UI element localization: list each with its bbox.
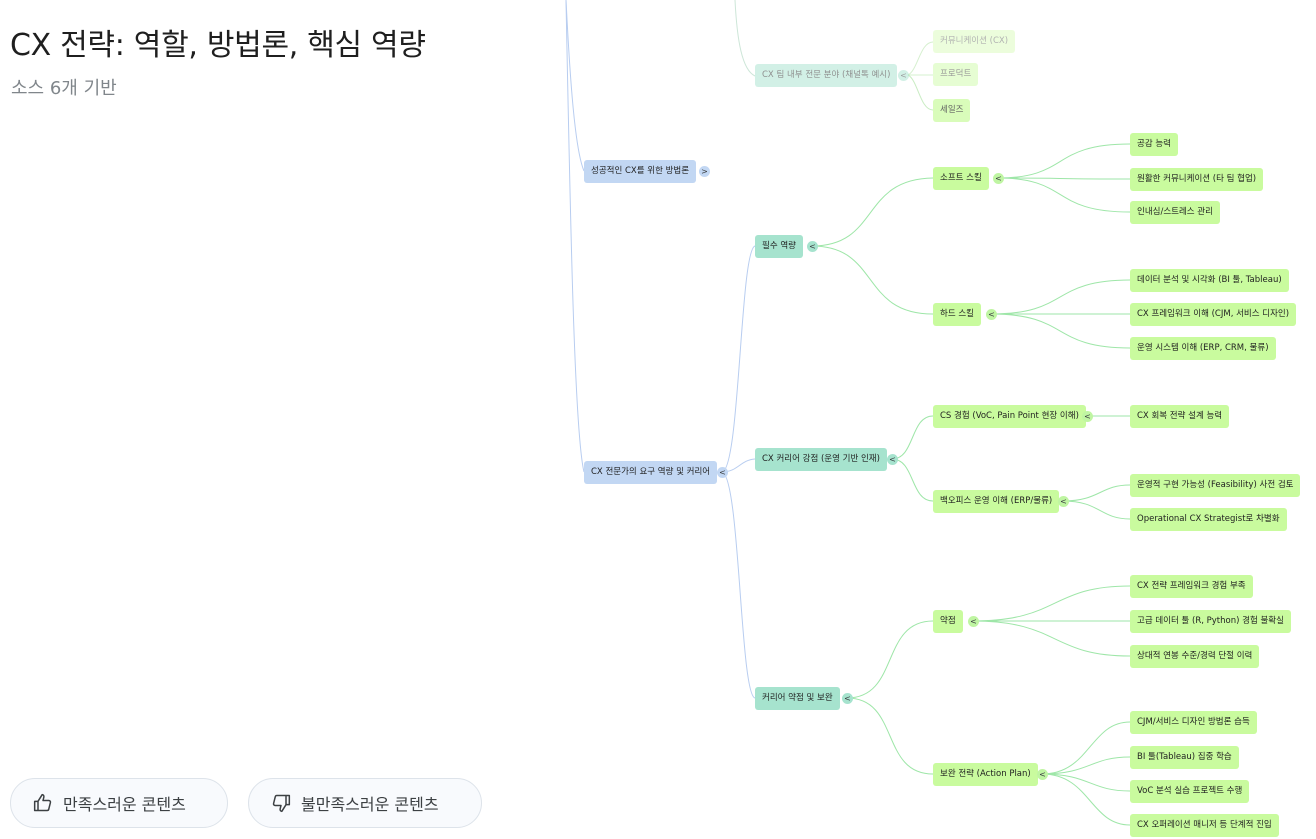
mindmap-leaf[interactable]: 데이터 분석 및 시각화 (BI 툴, Tableau) [1130,269,1289,292]
dislike-button[interactable]: 불만족스러운 콘텐츠 [248,778,482,828]
collapse-toggle[interactable]: < [842,693,853,704]
link-upper-team [734,0,756,77]
thumbs-down-icon [272,794,291,813]
mindmap-leaf[interactable]: CX 프레임워크 이해 (CJM, 서비스 디자인) [1130,303,1297,326]
link-weak-plan [846,697,934,775]
thumbs-up-icon [33,793,52,812]
mindmap-node-career-strength[interactable]: CX 커리어 강점 (운영 기반 인재) [755,448,887,471]
mindmap-node-core-competency[interactable]: 필수 역량 [755,235,803,258]
mindmap-leaf[interactable]: VoC 분석 실습 프로젝트 수행 [1130,780,1250,803]
mindmap-node-hard-skill[interactable]: 하드 스킬 [933,303,981,326]
mindmap-node-action-plan[interactable]: 보완 전략 (Action Plan) [933,763,1038,786]
mindmap-node-soft-skill[interactable]: 소프트 스킬 [933,167,989,190]
link-strength-back [891,458,934,502]
mindmap-leaf[interactable]: 운영 시스템 이해 (ERP, CRM, 물류) [1130,337,1276,360]
mindmap-leaf[interactable]: Operational CX Strategist로 차별화 [1130,508,1287,531]
mindmap-leaf[interactable]: 공감 능력 [1130,133,1178,156]
link-career-weak [721,471,756,699]
like-label: 만족스러운 콘텐츠 [63,795,186,814]
link-weak-weakness [846,620,934,699]
mindmap-node-career-weakness[interactable]: 커리어 약점 및 보완 [755,687,840,710]
mindmap-leaf[interactable]: CX 전략 프레임워크 경험 부족 [1130,575,1253,598]
mindmap-node-weakness[interactable]: 약점 [933,610,963,633]
link-career-core [721,245,756,473]
link-core-hard [811,245,934,315]
collapse-toggle[interactable]: < [993,173,1004,184]
link-team-sales [907,74,934,111]
source-count: 소스 6개 기반 [11,78,117,99]
mindmap-node-methodology[interactable]: 성공적인 CX를 위한 방법론 [584,160,697,183]
mindmap-leaf[interactable]: CJM/서비스 디자인 방법론 습득 [1130,711,1257,734]
mindmap-leaf[interactable]: 고급 데이터 툴 (R, Python) 경험 불확실 [1130,610,1291,633]
collapse-toggle[interactable]: < [1058,496,1069,507]
mindmap-leaf[interactable]: 운영적 구현 가능성 (Feasibility) 사전 검토 [1130,474,1301,497]
mindmap-node-team-product[interactable]: 프로덕트 [933,63,979,86]
mindmap-leaf[interactable]: CX 오퍼레이션 매니저 등 단계적 진입 [1130,814,1279,837]
mindmap-leaf[interactable]: 원활한 커뮤니케이션 (타 팀 협업) [1130,168,1264,191]
link-root-methodology [565,0,585,172]
collapse-toggle[interactable]: < [968,616,979,627]
mindmap-leaf[interactable]: BI 툴(Tableau) 집중 학습 [1130,746,1239,769]
collapse-toggle[interactable]: < [717,467,728,478]
mindmap-node-cs-experience[interactable]: CS 경험 (VoC, Pain Point 현장 이해) [933,405,1086,428]
collapse-toggle[interactable]: < [986,309,997,320]
mindmap-leaf[interactable]: 상대적 연봉 수준/경력 단절 이력 [1130,645,1260,668]
link-team-comm [907,41,934,76]
dislike-label: 불만족스러운 콘텐츠 [301,795,439,814]
link-strength-cs [891,415,934,460]
mindmap-node-team-communication[interactable]: 커뮤니케이션 (CX) [933,30,1016,53]
collapse-toggle[interactable]: < [1082,411,1093,422]
collapse-toggle[interactable]: < [807,241,818,252]
page-title: CX 전략: 역할, 방법론, 핵심 역량 [10,28,426,63]
mindmap-leaf[interactable]: CX 회복 전략 설계 능력 [1130,405,1230,428]
link-core-soft [811,177,934,247]
like-button[interactable]: 만족스러운 콘텐츠 [10,778,228,828]
mindmap-leaf[interactable]: 인내심/스트레스 관리 [1130,201,1220,224]
expand-toggle[interactable]: > [699,166,710,177]
link-root-career [565,0,585,473]
mindmap-node-backoffice[interactable]: 백오피스 운영 이해 (ERP/물류) [933,490,1060,513]
mindmap-node-career[interactable]: CX 전문가의 요구 역량 및 커리어 [584,461,718,484]
collapse-toggle[interactable]: < [898,70,909,81]
mindmap-node-team-sales[interactable]: 세일즈 [933,99,971,122]
collapse-toggle[interactable]: < [887,454,898,465]
collapse-toggle[interactable]: < [1037,769,1048,780]
mindmap-node-team-areas[interactable]: CX 팀 내부 전문 분야 (채널톡 예시) [755,64,898,87]
